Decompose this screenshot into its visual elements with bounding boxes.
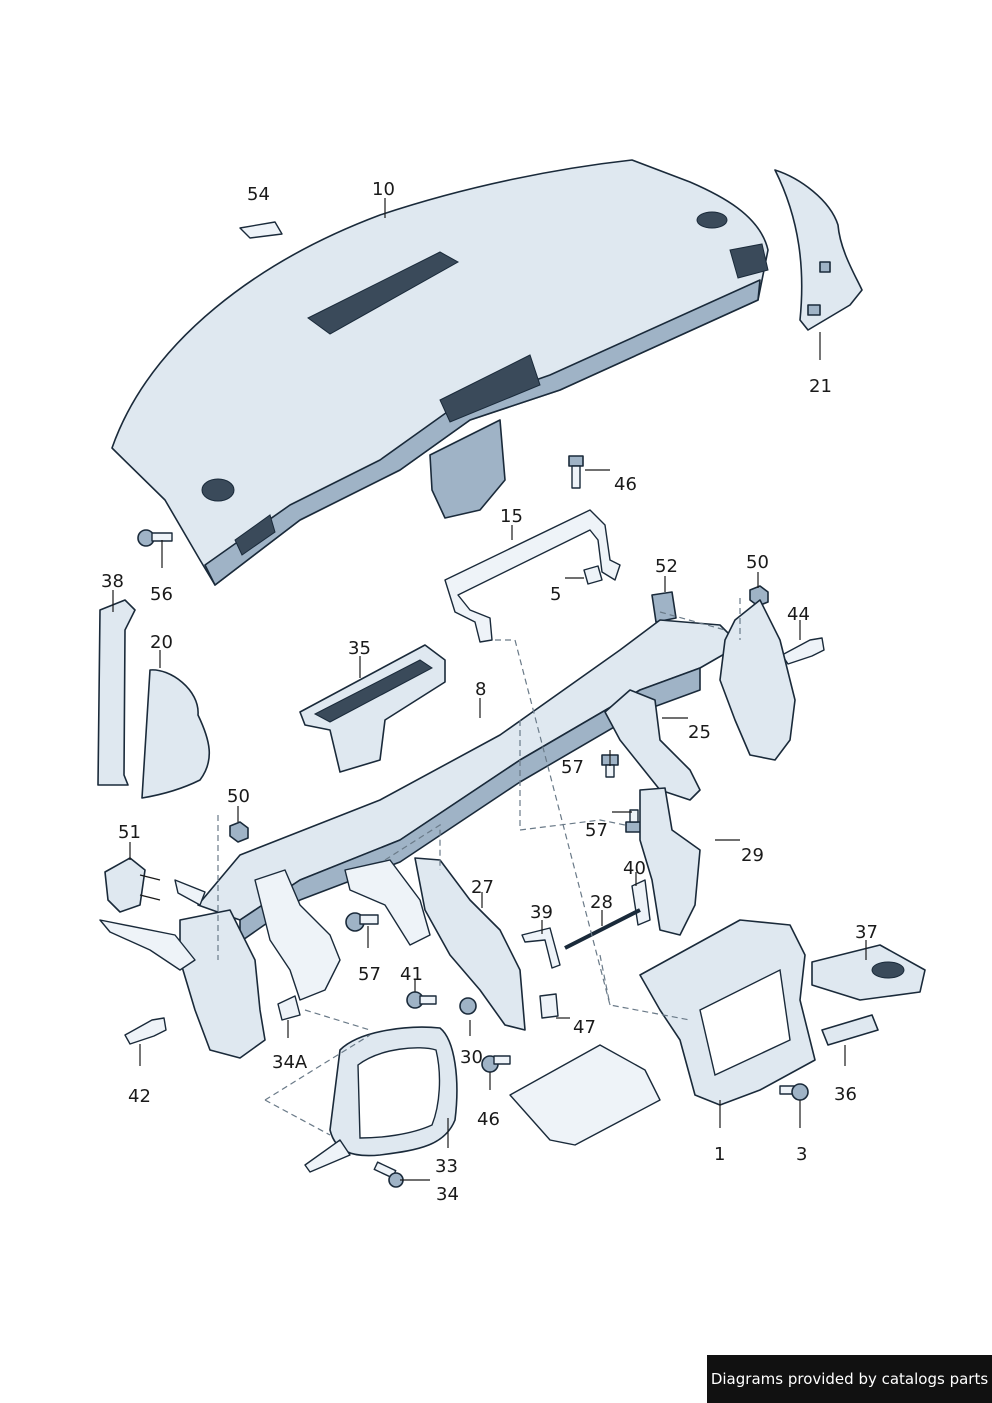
- bolt-46-bottom[interactable]: [481, 1055, 511, 1073]
- radio-frame-1[interactable]: [639, 919, 816, 1106]
- surround-33[interactable]: [304, 1026, 458, 1173]
- stud-44[interactable]: [781, 637, 825, 665]
- bracket-52[interactable]: [651, 591, 677, 623]
- callout-25: 25: [688, 722, 711, 743]
- center-frame[interactable]: [254, 859, 431, 1001]
- callout-52: 52: [655, 556, 678, 577]
- screw-34[interactable]: [373, 1161, 404, 1188]
- callout-10: 10: [372, 179, 395, 200]
- bracket-27[interactable]: [414, 857, 526, 1031]
- callout-15: 15: [500, 506, 523, 527]
- callout-50-left: 50: [227, 786, 250, 807]
- callout-3: 3: [796, 1144, 807, 1165]
- callout-36: 36: [834, 1084, 857, 1105]
- callout-46-top: 46: [614, 474, 637, 495]
- dashboard-panel[interactable]: [111, 159, 769, 586]
- trim-38[interactable]: [97, 599, 136, 786]
- callout-57-b: 57: [585, 820, 608, 841]
- callout-35: 35: [348, 638, 371, 659]
- stud-42[interactable]: [124, 1017, 167, 1045]
- callout-34A: 34A: [272, 1052, 308, 1073]
- cupholder-37[interactable]: [811, 944, 926, 1001]
- callout-5: 5: [550, 584, 561, 605]
- callout-44: 44: [787, 604, 810, 625]
- callout-47: 47: [573, 1017, 596, 1038]
- callout-46-bottom: 46: [477, 1109, 500, 1130]
- callout-28: 28: [590, 892, 613, 913]
- bracket-39[interactable]: [521, 927, 561, 969]
- callout-40: 40: [623, 858, 646, 879]
- clip-5[interactable]: [583, 565, 603, 585]
- end-cover-21[interactable]: [774, 169, 863, 331]
- bracket-40[interactable]: [631, 879, 651, 926]
- callout-labels: 54 10 21 46 15 56 5 52 50 44 38 20 35 8 …: [101, 179, 878, 1205]
- screw-57-c[interactable]: [345, 912, 379, 932]
- callout-41: 41: [400, 964, 423, 985]
- clip-34A[interactable]: [277, 995, 301, 1021]
- bolt-41[interactable]: [406, 991, 437, 1009]
- bracket-15[interactable]: [444, 509, 621, 643]
- callout-34: 34: [436, 1184, 459, 1205]
- clip-47[interactable]: [539, 993, 559, 1019]
- callout-8: 8: [475, 679, 486, 700]
- callout-51: 51: [118, 822, 141, 843]
- nut-50-right[interactable]: [749, 585, 769, 607]
- bracket-51[interactable]: [104, 857, 161, 913]
- callout-38: 38: [101, 571, 124, 592]
- callout-27: 27: [471, 877, 494, 898]
- duct-35[interactable]: [299, 644, 446, 773]
- cover-20[interactable]: [141, 669, 211, 799]
- callout-57-c: 57: [358, 964, 381, 985]
- callout-54: 54: [247, 184, 270, 205]
- nut-50-left[interactable]: [229, 821, 249, 843]
- bracket-right[interactable]: [719, 599, 796, 761]
- callout-37: 37: [855, 922, 878, 943]
- callout-56: 56: [150, 584, 173, 605]
- callout-39: 39: [530, 902, 553, 923]
- callout-57-a: 57: [561, 757, 584, 778]
- leader-lines: [112, 198, 867, 1181]
- callout-20: 20: [150, 632, 173, 653]
- callout-21: 21: [809, 376, 832, 397]
- screw-3[interactable]: [779, 1083, 809, 1101]
- rod-28[interactable]: [564, 908, 641, 950]
- floor-bracket[interactable]: [509, 1044, 661, 1146]
- bolt-46-top[interactable]: [568, 455, 584, 489]
- screw-56[interactable]: [137, 529, 173, 547]
- support-29[interactable]: [639, 787, 701, 936]
- callout-1: 1: [714, 1144, 725, 1165]
- vent-36[interactable]: [821, 1014, 879, 1046]
- clip-54[interactable]: [239, 221, 283, 239]
- assembly-lines: [217, 598, 741, 1136]
- nut-30[interactable]: [459, 997, 477, 1015]
- credit-banner: Diagrams provided by catalogs parts: [707, 1355, 992, 1403]
- callout-30: 30: [460, 1047, 483, 1068]
- callout-29: 29: [741, 845, 764, 866]
- crossbar-left-end[interactable]: [99, 879, 266, 1059]
- callout-50-right: 50: [746, 552, 769, 573]
- bracket-25[interactable]: [604, 689, 701, 801]
- callout-42: 42: [128, 1086, 151, 1107]
- callout-33: 33: [435, 1156, 458, 1177]
